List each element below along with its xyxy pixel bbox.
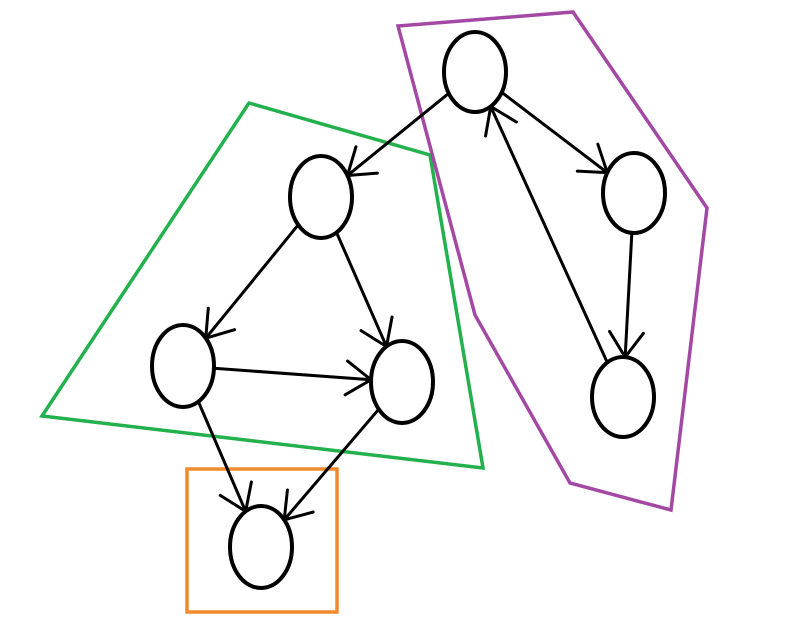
edge-n5-n7 <box>196 400 253 513</box>
node-n5 <box>150 323 216 409</box>
edge-n3-n1 <box>484 104 609 365</box>
node-n1 <box>442 30 508 114</box>
node-n2 <box>601 151 667 235</box>
node-n6 <box>369 339 435 425</box>
group-purple <box>395 10 709 513</box>
edge-n1-n2 <box>500 90 609 175</box>
group-orange <box>185 467 339 614</box>
node-n3 <box>590 355 656 439</box>
edges-layer <box>196 90 645 522</box>
node-n7 <box>228 504 294 590</box>
edge-n6-n7 <box>282 407 381 522</box>
edge-n5-n6 <box>212 359 373 397</box>
group-green <box>38 100 486 471</box>
edge-n4-n6 <box>335 230 394 349</box>
edge-n1-n4 <box>345 91 451 178</box>
groups-layer <box>38 10 709 614</box>
edge-n4-n5 <box>204 223 300 340</box>
nodes-layer <box>150 30 667 590</box>
node-n4 <box>288 154 354 240</box>
edge-n2-n3 <box>608 231 645 359</box>
